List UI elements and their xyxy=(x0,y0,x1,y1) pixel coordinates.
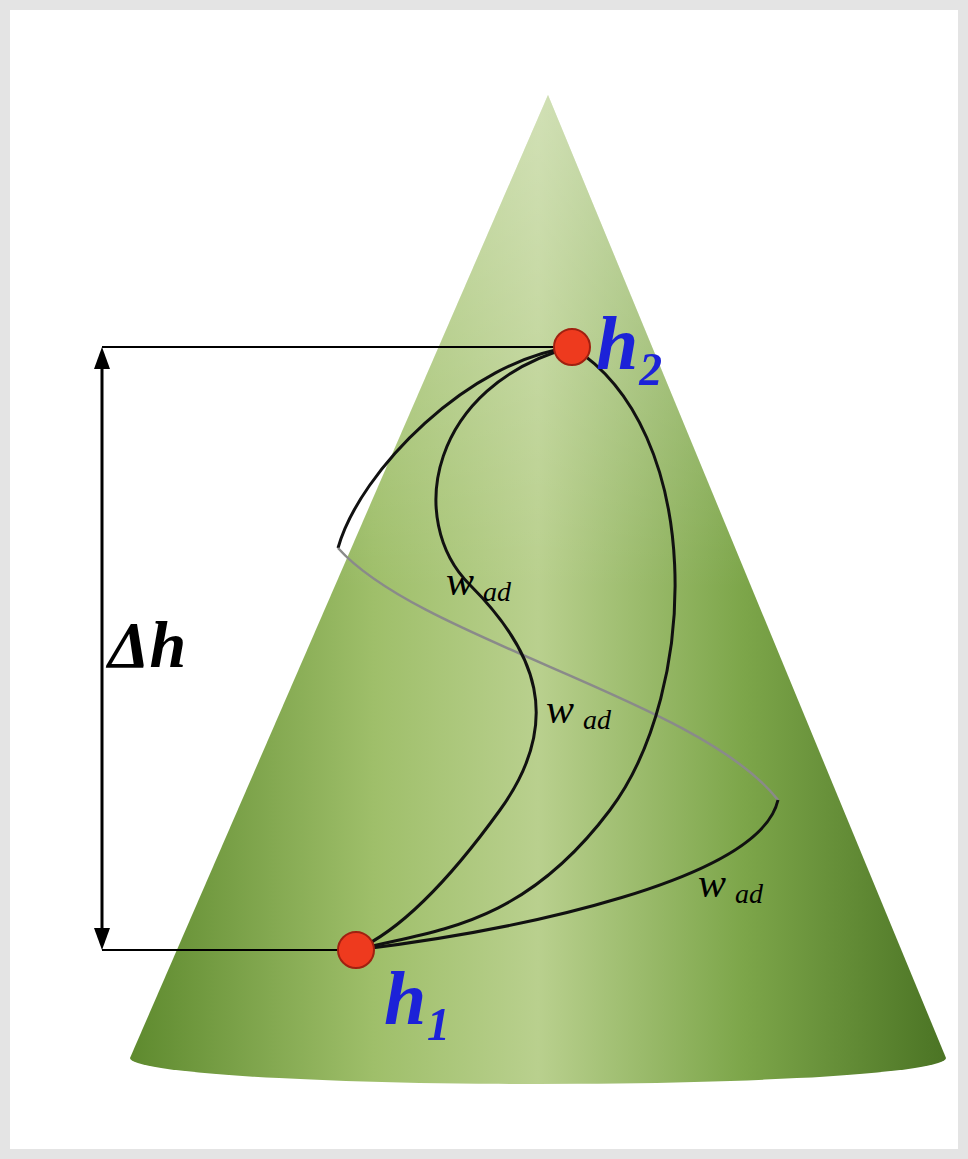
cone-shine xyxy=(130,95,946,1084)
dimension-arrow xyxy=(101,362,104,935)
state-point xyxy=(338,932,374,968)
path-label: w xyxy=(698,862,726,904)
dimension-line xyxy=(102,949,345,951)
path-subscript: ad xyxy=(735,880,763,908)
path-subscript: ad xyxy=(483,578,511,606)
path-label: w xyxy=(546,688,574,730)
arrow-head xyxy=(94,347,110,369)
state-point xyxy=(554,329,590,365)
path-curve xyxy=(338,347,572,548)
dimension-line xyxy=(102,346,560,348)
cone-body xyxy=(130,95,946,1084)
arrow-head xyxy=(94,928,110,950)
path-label: w xyxy=(446,560,474,602)
page-ground xyxy=(10,10,958,1149)
path-curve xyxy=(356,347,675,950)
state-label: h₂ xyxy=(596,305,665,381)
path-subscript: ad xyxy=(583,706,611,734)
state-label: h₁ xyxy=(384,960,453,1036)
hidden-path-curve xyxy=(338,548,778,800)
path-curve xyxy=(356,800,778,950)
dimension-label: Δh xyxy=(108,612,186,678)
path-curve xyxy=(356,347,572,950)
